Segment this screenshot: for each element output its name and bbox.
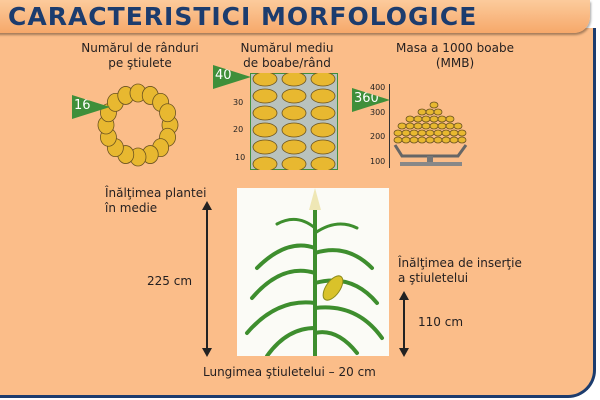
kernel bbox=[252, 105, 278, 121]
kernel bbox=[401, 129, 411, 137]
mass-label-line1: Masa a 1000 boabe bbox=[396, 41, 514, 55]
kernel bbox=[281, 139, 307, 155]
kernel bbox=[393, 136, 403, 144]
kernel bbox=[252, 122, 278, 138]
tick-20: 20 bbox=[233, 125, 244, 134]
page-title: CARACTERISTICI MORFOLOGICE bbox=[8, 2, 478, 31]
kernel bbox=[252, 156, 278, 170]
kernel bbox=[425, 136, 435, 144]
kernel bbox=[405, 115, 415, 123]
kernel bbox=[433, 108, 443, 116]
mass-label-line2: (MMB) bbox=[435, 56, 475, 70]
kernels-label-line1: Numărul mediu bbox=[240, 41, 334, 55]
kernel bbox=[449, 136, 459, 144]
kernel bbox=[417, 129, 427, 137]
kernel bbox=[252, 73, 278, 87]
kernel bbox=[441, 129, 451, 137]
kernel bbox=[441, 136, 451, 144]
rows-label-line2: pe ştiulete bbox=[108, 56, 172, 70]
kernel bbox=[252, 139, 278, 155]
kernel bbox=[413, 122, 423, 130]
kernel bbox=[252, 88, 278, 104]
kernel bbox=[425, 129, 435, 137]
kernel bbox=[429, 115, 439, 123]
kernel bbox=[417, 136, 427, 144]
ear-insertion-label-line1: Înălţimea de inserţie bbox=[398, 256, 522, 270]
rows-value: 16 bbox=[74, 98, 91, 113]
kernel bbox=[281, 156, 307, 170]
kernel bbox=[405, 122, 415, 130]
corn-plant-illustration bbox=[237, 188, 389, 356]
ear-insertion-label-line2: a ştiuletelui bbox=[398, 271, 469, 285]
scale-illustration bbox=[393, 101, 468, 166]
kernel bbox=[421, 122, 431, 130]
kernel bbox=[413, 115, 423, 123]
kernel bbox=[417, 108, 427, 116]
tick-300: 300 bbox=[370, 108, 386, 117]
kernel bbox=[281, 73, 307, 87]
rows-label-line1: Numărul de rânduri bbox=[81, 41, 199, 55]
kernel bbox=[159, 103, 176, 123]
kernel bbox=[281, 122, 307, 138]
kernel bbox=[281, 105, 307, 121]
kernel bbox=[401, 136, 411, 144]
ear-insertion-value: 110 cm bbox=[418, 315, 464, 329]
kernel bbox=[310, 139, 336, 155]
plant-height-value: 225 cm bbox=[147, 274, 193, 288]
mass-value: 360 bbox=[354, 91, 379, 106]
kernel bbox=[425, 108, 435, 116]
kernel bbox=[310, 122, 336, 138]
ear-insertion-arrow bbox=[399, 291, 409, 357]
kernels-label-line2: de boabe/rând bbox=[243, 56, 331, 70]
tick-10: 10 bbox=[235, 153, 246, 162]
plant-height-label-line2: în medie bbox=[105, 201, 158, 215]
kernel bbox=[433, 136, 443, 144]
kernel bbox=[310, 105, 336, 121]
kernel bbox=[437, 122, 447, 130]
kernel bbox=[397, 122, 407, 130]
kernel bbox=[281, 88, 307, 104]
ear-cross-section-illustration bbox=[97, 83, 179, 167]
tick-400: 400 bbox=[370, 83, 386, 92]
tick-30: 30 bbox=[233, 98, 244, 107]
kernel bbox=[445, 115, 455, 123]
mass-label: Masa a 1000 boabe(MMB) bbox=[390, 41, 520, 71]
kernels-value: 40 bbox=[215, 68, 232, 83]
kernel bbox=[393, 129, 403, 137]
kernel bbox=[409, 129, 419, 137]
kernel bbox=[310, 73, 336, 87]
kernel bbox=[310, 88, 336, 104]
kernel bbox=[409, 136, 419, 144]
kernel bbox=[445, 122, 455, 130]
kernel bbox=[457, 129, 467, 137]
ear-length-label: Lungimea ştiuletelui – 20 cm bbox=[203, 365, 376, 379]
tick-200: 200 bbox=[370, 132, 386, 141]
kernel bbox=[310, 156, 336, 170]
plant-height-arrow bbox=[202, 201, 212, 357]
kernel bbox=[457, 136, 467, 144]
tick-100: 100 bbox=[370, 157, 386, 166]
kernel-row-illustration bbox=[250, 73, 338, 170]
kernel bbox=[437, 115, 447, 123]
kernel bbox=[433, 129, 443, 137]
plant-height-label-line1: Înălţimea plantei bbox=[105, 186, 207, 200]
mass-axis bbox=[389, 84, 390, 168]
title-bar bbox=[0, 0, 590, 33]
kernel bbox=[421, 115, 431, 123]
kernel bbox=[429, 122, 439, 130]
kernel bbox=[449, 129, 459, 137]
kernel bbox=[453, 122, 463, 130]
kernel bbox=[429, 101, 439, 109]
